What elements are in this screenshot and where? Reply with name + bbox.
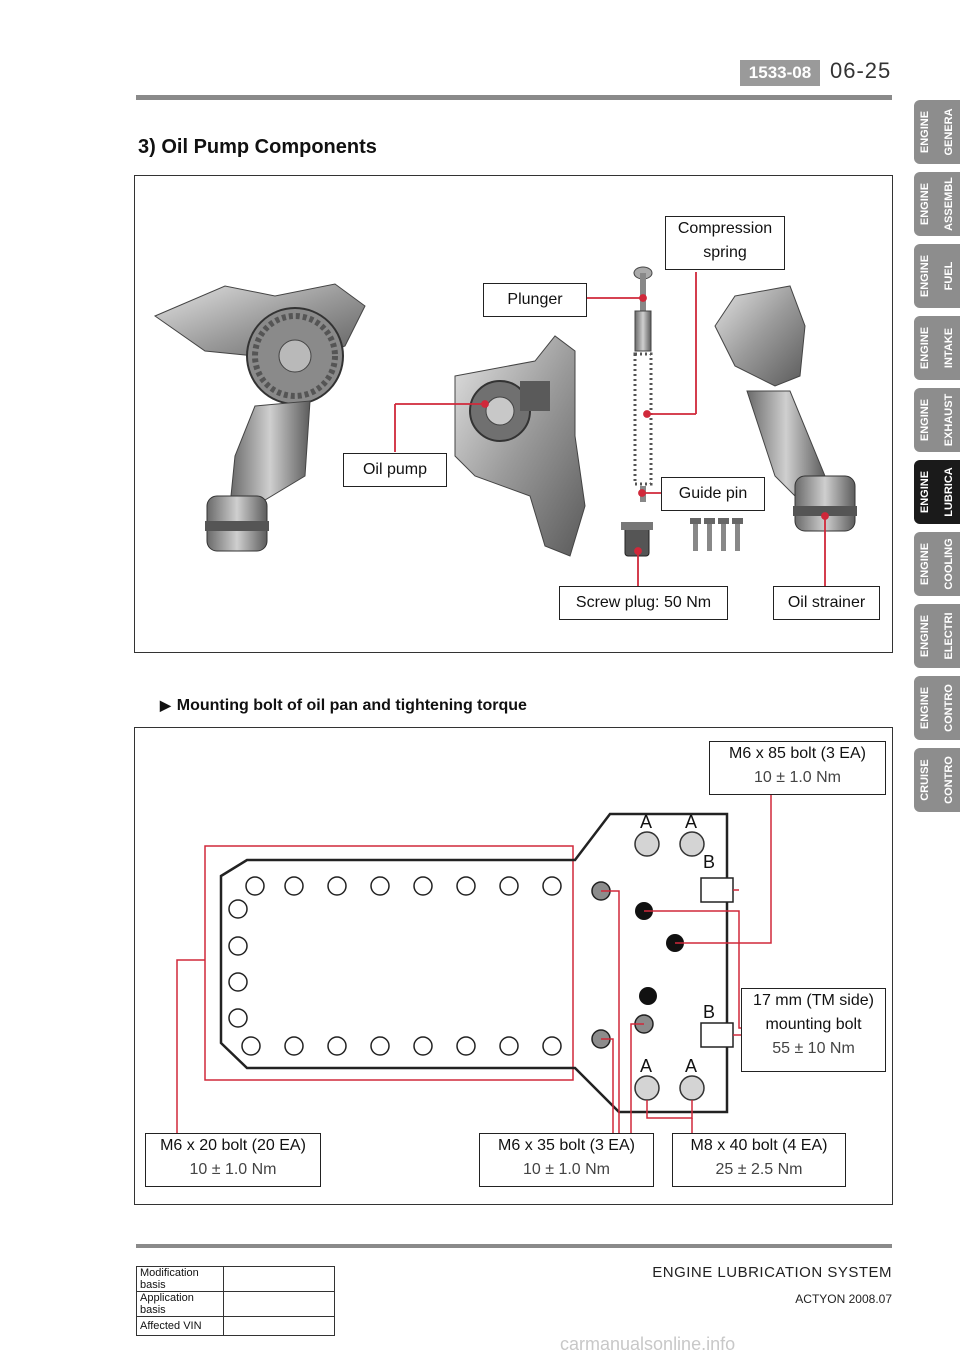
m6x85-bolt-holes — [635, 902, 684, 1005]
position-label-a: A — [685, 1056, 698, 1076]
position-label-a: A — [685, 812, 698, 832]
m8x40-bolt-holes — [634, 831, 705, 1101]
modification-table: Modification basis Application basis Aff… — [136, 1266, 335, 1336]
footer-title: ENGINE LUBRICATION SYSTEM — [652, 1264, 892, 1281]
m8x40-bolt-callout: M8 x 40 bolt (4 EA)25 ± 2.5 Nm — [672, 1133, 846, 1187]
plunger-spring-assembly-image — [633, 266, 653, 502]
plunger-callout: Plunger — [483, 283, 587, 317]
application-basis-label: Application basis — [136, 1291, 224, 1317]
oil-strainer-callout: Oil strainer — [773, 586, 880, 620]
application-basis-value — [223, 1291, 335, 1317]
oil-pan-bolt-diagram — [176, 794, 772, 1133]
position-label-a: A — [640, 1056, 653, 1076]
watermark: carmanualsonline.info — [560, 1334, 736, 1354]
oil-pan-outline — [219, 812, 729, 1114]
oil-pump-body-image — [454, 335, 586, 557]
footer-rule — [136, 1244, 892, 1248]
mounting-bolt-heading: ▶Mounting bolt of oil pan and tightening… — [160, 697, 527, 714]
affected-vin-value — [223, 1316, 335, 1336]
oil-pump-callout: Oil pump — [343, 453, 447, 487]
guide-pin-callout: Guide pin — [661, 477, 765, 511]
tm-side-bolt-positions — [700, 877, 734, 1048]
section-title: 3) Oil Pump Components — [138, 136, 377, 158]
affected-vin-label: Affected VIN — [136, 1316, 224, 1336]
oil-pan-bolt-figure: A A B B A A M6 x 85 bolt (3 EA)10 ± 1.0 … — [134, 727, 893, 1205]
modification-basis-label: Modification basis — [136, 1266, 224, 1292]
oil-strainer-image — [714, 285, 857, 532]
modification-basis-value — [223, 1266, 335, 1292]
screw-plug-callout: Screw plug: 50 Nm — [559, 586, 728, 620]
assembled-oil-pump-image — [153, 283, 366, 552]
m6x35-bolt-callout: M6 x 35 bolt (3 EA)10 ± 1.0 Nm — [479, 1133, 654, 1187]
m6x20-region-outline — [204, 845, 574, 1081]
footer-model: ACTYON 2008.07 — [795, 1292, 892, 1306]
position-label-b: B — [703, 1002, 716, 1022]
oil-pump-components-illustration — [153, 266, 857, 586]
header-rule — [136, 95, 892, 100]
component-leader-lines — [394, 272, 829, 586]
m6x20-bolt-callout: M6 x 20 bolt (20 EA)10 ± 1.0 Nm — [145, 1133, 321, 1187]
position-label-b: B — [703, 852, 716, 872]
triangle-bullet-icon: ▶ — [160, 697, 171, 713]
section-code-badge: 1533-08 — [740, 60, 820, 86]
m6x85-bolt-callout: M6 x 85 bolt (3 EA)10 ± 1.0 Nm — [709, 741, 886, 795]
m6x20-bolt-holes — [228, 876, 562, 1056]
pump-bolts-image — [690, 518, 743, 551]
page-number: 06-25 — [830, 58, 892, 83]
screw-plug-image — [621, 522, 653, 557]
position-label-a: A — [640, 812, 653, 832]
